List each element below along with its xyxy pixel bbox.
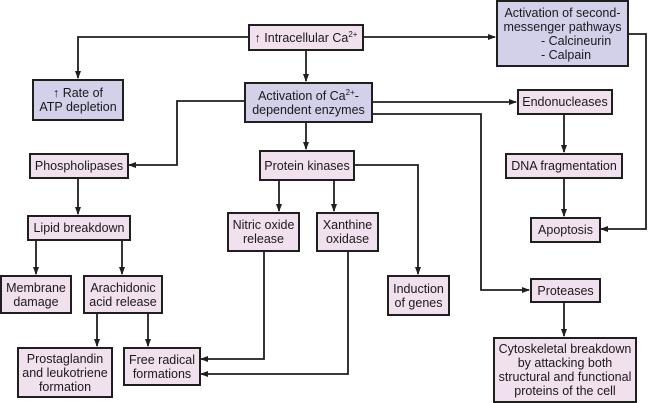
edge-xanthine-to-free-radical	[200, 251, 349, 377]
edge-nitric-oxide-to-free-radical	[200, 251, 265, 362]
node-induction-of-genes: Induction of genes	[387, 275, 450, 316]
node-second-messenger: Activation of second- messenger pathways…	[496, 0, 629, 67]
node-proteases: Proteases	[530, 278, 601, 303]
up-arrow-icon: ↑	[254, 30, 261, 45]
edge-second-messenger-to-apoptosis	[600, 33, 647, 232]
node-xanthine-oxidase: Xanthine oxidase	[316, 212, 379, 252]
node-lipid-breakdown: Lipid breakdown	[27, 215, 131, 241]
edge-enzymes-to-proteases	[372, 113, 530, 293]
node-arachidonic-acid-release: Arachidonic acid release	[83, 275, 163, 314]
edge-kinases-to-induction	[354, 164, 421, 275]
edge-enzymes-to-phospholipases	[128, 100, 244, 168]
list-item: - Calcineurin	[541, 33, 612, 48]
list-item: - Calpain	[541, 47, 592, 62]
node-free-radical-formations: Free radical formations	[123, 347, 201, 386]
node-nitric-oxide-release: Nitric oxide release	[227, 212, 300, 252]
node-prostaglandin-leukotriene: Prostaglandin and leukotriene formation	[17, 347, 113, 398]
node-endonucleases: Endonucleases	[517, 89, 613, 115]
node-membrane-damage: Membrane damage	[0, 275, 72, 314]
node-apoptosis: Apoptosis	[530, 217, 601, 243]
node-intracellular-ca: ↑ Intracellular Ca2+	[248, 24, 364, 51]
node-protein-kinases: Protein kinases	[259, 150, 355, 181]
node-phospholipases: Phospholipases	[29, 153, 129, 179]
node-dna-fragmentation: DNA fragmentation	[505, 153, 623, 179]
edge-ca-to-atp	[75, 36, 248, 79]
node-cytoskeletal-breakdown: Cytoskeletal breakdown by attacking both…	[493, 337, 637, 403]
node-atp-depletion: ↑ Rate of ATP depletion	[32, 79, 124, 121]
node-ca-dependent-enzymes: Activation of Ca2+- dependent enzymes	[244, 82, 373, 123]
